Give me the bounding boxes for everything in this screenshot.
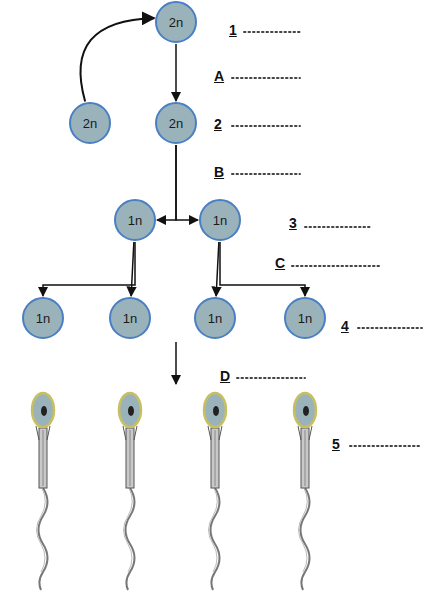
ploidy-text: 1n [298, 311, 312, 326]
ploidy-text: 1n [208, 311, 222, 326]
ploidy-text: 2n [169, 15, 183, 30]
callout-label: A [214, 68, 224, 84]
arrow-connector [81, 18, 155, 101]
cell-circle: 1n [109, 297, 151, 339]
cell-circle: 1n [199, 199, 241, 241]
cell-circle: 2n [155, 1, 197, 43]
cell-circle: 1n [194, 297, 236, 339]
ploidy-text: 1n [36, 311, 50, 326]
cell-circle: 1n [114, 199, 156, 241]
cell-circle: 1n [22, 297, 64, 339]
ploidy-text: 1n [128, 213, 142, 228]
callout-label: B [214, 164, 224, 180]
callout-label: D [220, 368, 230, 384]
ploidy-text: 2n [83, 116, 97, 131]
callout-label: 3 [289, 215, 297, 231]
callout-label: 5 [332, 436, 340, 452]
cell-circle: 1n [284, 297, 326, 339]
ploidy-text: 1n [123, 311, 137, 326]
callout-label: 1 [229, 22, 237, 38]
ploidy-text: 2n [169, 116, 183, 131]
arrow-connector [175, 44, 177, 101]
callout-label: 2 [214, 116, 222, 132]
arrow-connector [220, 242, 305, 296]
arrow-connector [131, 242, 134, 296]
cell-circle: 2n [69, 102, 111, 144]
arrow-connector [176, 145, 198, 220]
arrow-connector [216, 242, 219, 296]
callout-label: 4 [341, 318, 349, 334]
arrow-connector [43, 242, 135, 296]
ploidy-text: 1n [213, 213, 227, 228]
cell-circle: 2n [155, 102, 197, 144]
arrow-connector [157, 145, 176, 220]
callout-label: C [275, 255, 285, 271]
